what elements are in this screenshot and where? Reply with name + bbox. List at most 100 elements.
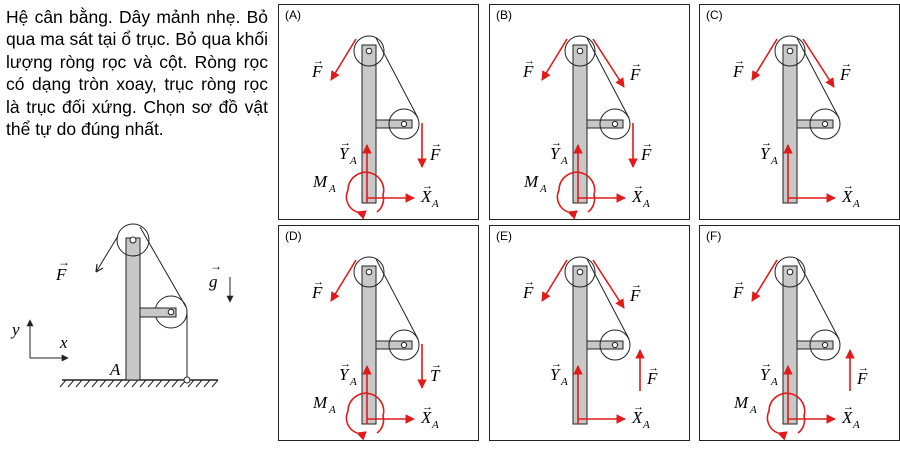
- svg-text:→: →: [210, 259, 222, 273]
- option-label: (B): [496, 8, 512, 22]
- svg-text:A: A: [560, 376, 568, 388]
- force-arrow-top-left: [751, 38, 778, 81]
- force-arrow-top-right: [592, 38, 625, 88]
- force-label-top-left: F→: [732, 276, 745, 302]
- pulley-bracket: [586, 119, 624, 129]
- option-label: (E): [496, 229, 512, 243]
- svg-text:F: F: [522, 283, 534, 302]
- post: [361, 265, 377, 425]
- svg-text:F: F: [646, 369, 658, 388]
- svg-text:→: →: [761, 358, 772, 370]
- option-label: (A): [285, 8, 301, 22]
- svg-text:F: F: [732, 62, 744, 81]
- force-label-top-right: F→: [629, 58, 642, 84]
- svg-text:M: M: [312, 172, 328, 191]
- force-label-top-left: F→: [732, 55, 745, 81]
- svg-text:F: F: [839, 65, 851, 84]
- rope: [586, 37, 630, 119]
- svg-text:Y: Y: [339, 144, 350, 163]
- svg-text:Y: Y: [550, 365, 561, 384]
- pulley-bracket: [375, 340, 413, 350]
- force-label-lower: F→: [429, 138, 442, 164]
- svg-text:A: A: [328, 404, 336, 416]
- svg-text:X: X: [420, 408, 432, 427]
- option-label: (C): [706, 8, 723, 22]
- rope: [586, 258, 630, 340]
- svg-text:Y: Y: [339, 365, 350, 384]
- svg-text:→: →: [642, 138, 653, 150]
- rope: [796, 37, 840, 119]
- svg-text:M: M: [733, 393, 749, 412]
- svg-text:X: X: [631, 187, 643, 206]
- ground-hatching: [59, 379, 219, 388]
- lower-pulley: [599, 108, 631, 140]
- option-label: (D): [285, 229, 302, 243]
- force-label-top-right: F→: [629, 279, 642, 305]
- svg-text:F: F: [311, 283, 323, 302]
- svg-text:→: →: [340, 358, 351, 370]
- svg-text:A: A: [642, 198, 650, 210]
- force-label-top-left: F→: [311, 55, 324, 81]
- svg-text:M: M: [312, 393, 328, 412]
- force-arrow-top-left: [541, 38, 568, 81]
- upper-pulley: [353, 35, 385, 67]
- upper-pulley: [564, 35, 596, 67]
- option-label: (F): [706, 229, 721, 243]
- rope: [375, 37, 419, 119]
- force-arrow-top-left: [330, 38, 357, 81]
- svg-text:→: →: [843, 401, 854, 413]
- svg-text:F: F: [522, 62, 534, 81]
- upper-pulley: [564, 256, 596, 288]
- svg-text:Y: Y: [760, 144, 771, 163]
- lower-pulley: [809, 329, 841, 361]
- point-a-label: A: [109, 360, 121, 379]
- rope: [796, 258, 840, 340]
- svg-text:A: A: [560, 155, 568, 167]
- force-label-top-left: F→: [311, 276, 324, 302]
- svg-text:→: →: [431, 138, 442, 150]
- reaction-y-label: Y→A: [339, 358, 357, 388]
- svg-text:F: F: [311, 62, 323, 81]
- force-label-lower: T→: [430, 359, 442, 385]
- svg-text:→: →: [843, 180, 854, 192]
- svg-text:F: F: [732, 283, 744, 302]
- pulley-bracket: [796, 119, 834, 129]
- force-label-lower: F→: [640, 138, 653, 164]
- x-axis-label: x: [59, 333, 68, 352]
- svg-text:A: A: [431, 198, 439, 210]
- anchor-point: [183, 376, 191, 384]
- reaction-x-label: X→A: [631, 401, 650, 431]
- svg-text:→: →: [313, 276, 324, 288]
- svg-text:→: →: [734, 55, 745, 67]
- svg-text:→: →: [313, 55, 324, 67]
- post: [782, 44, 798, 204]
- force-label-top-left: F→: [522, 276, 535, 302]
- svg-text:A: A: [642, 419, 650, 431]
- reaction-y-label: Y→A: [760, 358, 778, 388]
- svg-text:→: →: [340, 137, 351, 149]
- svg-text:X: X: [841, 187, 853, 206]
- svg-text:T: T: [430, 366, 441, 385]
- svg-text:M: M: [523, 172, 539, 191]
- svg-text:F: F: [629, 286, 641, 305]
- upper-pulley: [116, 223, 150, 257]
- moment-arrow: [345, 171, 385, 220]
- svg-text:A: A: [349, 155, 357, 167]
- svg-text:A: A: [770, 155, 778, 167]
- post: [572, 44, 588, 204]
- y-axis-label: y: [10, 320, 20, 339]
- setup-diagram: F → g → y x A: [10, 223, 234, 388]
- svg-text:→: →: [551, 137, 562, 149]
- lower-pulley: [388, 329, 420, 361]
- svg-text:F: F: [856, 369, 868, 388]
- reaction-x-label: X→A: [420, 180, 439, 210]
- svg-text:→: →: [858, 362, 869, 374]
- svg-text:F: F: [429, 145, 441, 164]
